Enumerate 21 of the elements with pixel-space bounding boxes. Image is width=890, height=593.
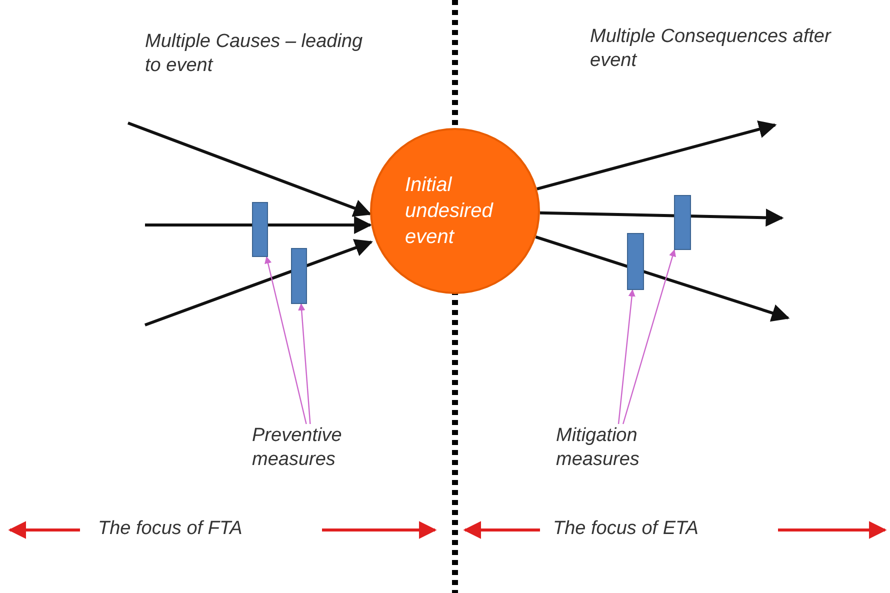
leader-line [264, 256, 307, 424]
leader-line [618, 289, 636, 424]
focus-label: The focus of ETA [553, 517, 700, 541]
arrow [127, 122, 372, 217]
heading-text: Multiple Consequences after event [590, 25, 832, 73]
callout-text: Preventive measures [252, 424, 372, 472]
callout-text: Mitigation measures [556, 424, 676, 472]
barrier-bar [291, 248, 307, 304]
heading-text: Multiple Causes – leading to event [145, 30, 364, 78]
arrow [540, 208, 784, 227]
arrow [144, 239, 373, 326]
leader-line [622, 249, 676, 424]
arrow [536, 120, 777, 190]
arrow [145, 216, 372, 234]
barrier-bar [252, 202, 268, 257]
barrier-bar [627, 233, 644, 290]
arrow [535, 236, 790, 322]
focus-label: The focus of FTA [98, 517, 244, 541]
leader-line [298, 303, 311, 424]
event-text: Initial undesired event [405, 173, 494, 250]
barrier-bar [674, 195, 691, 250]
